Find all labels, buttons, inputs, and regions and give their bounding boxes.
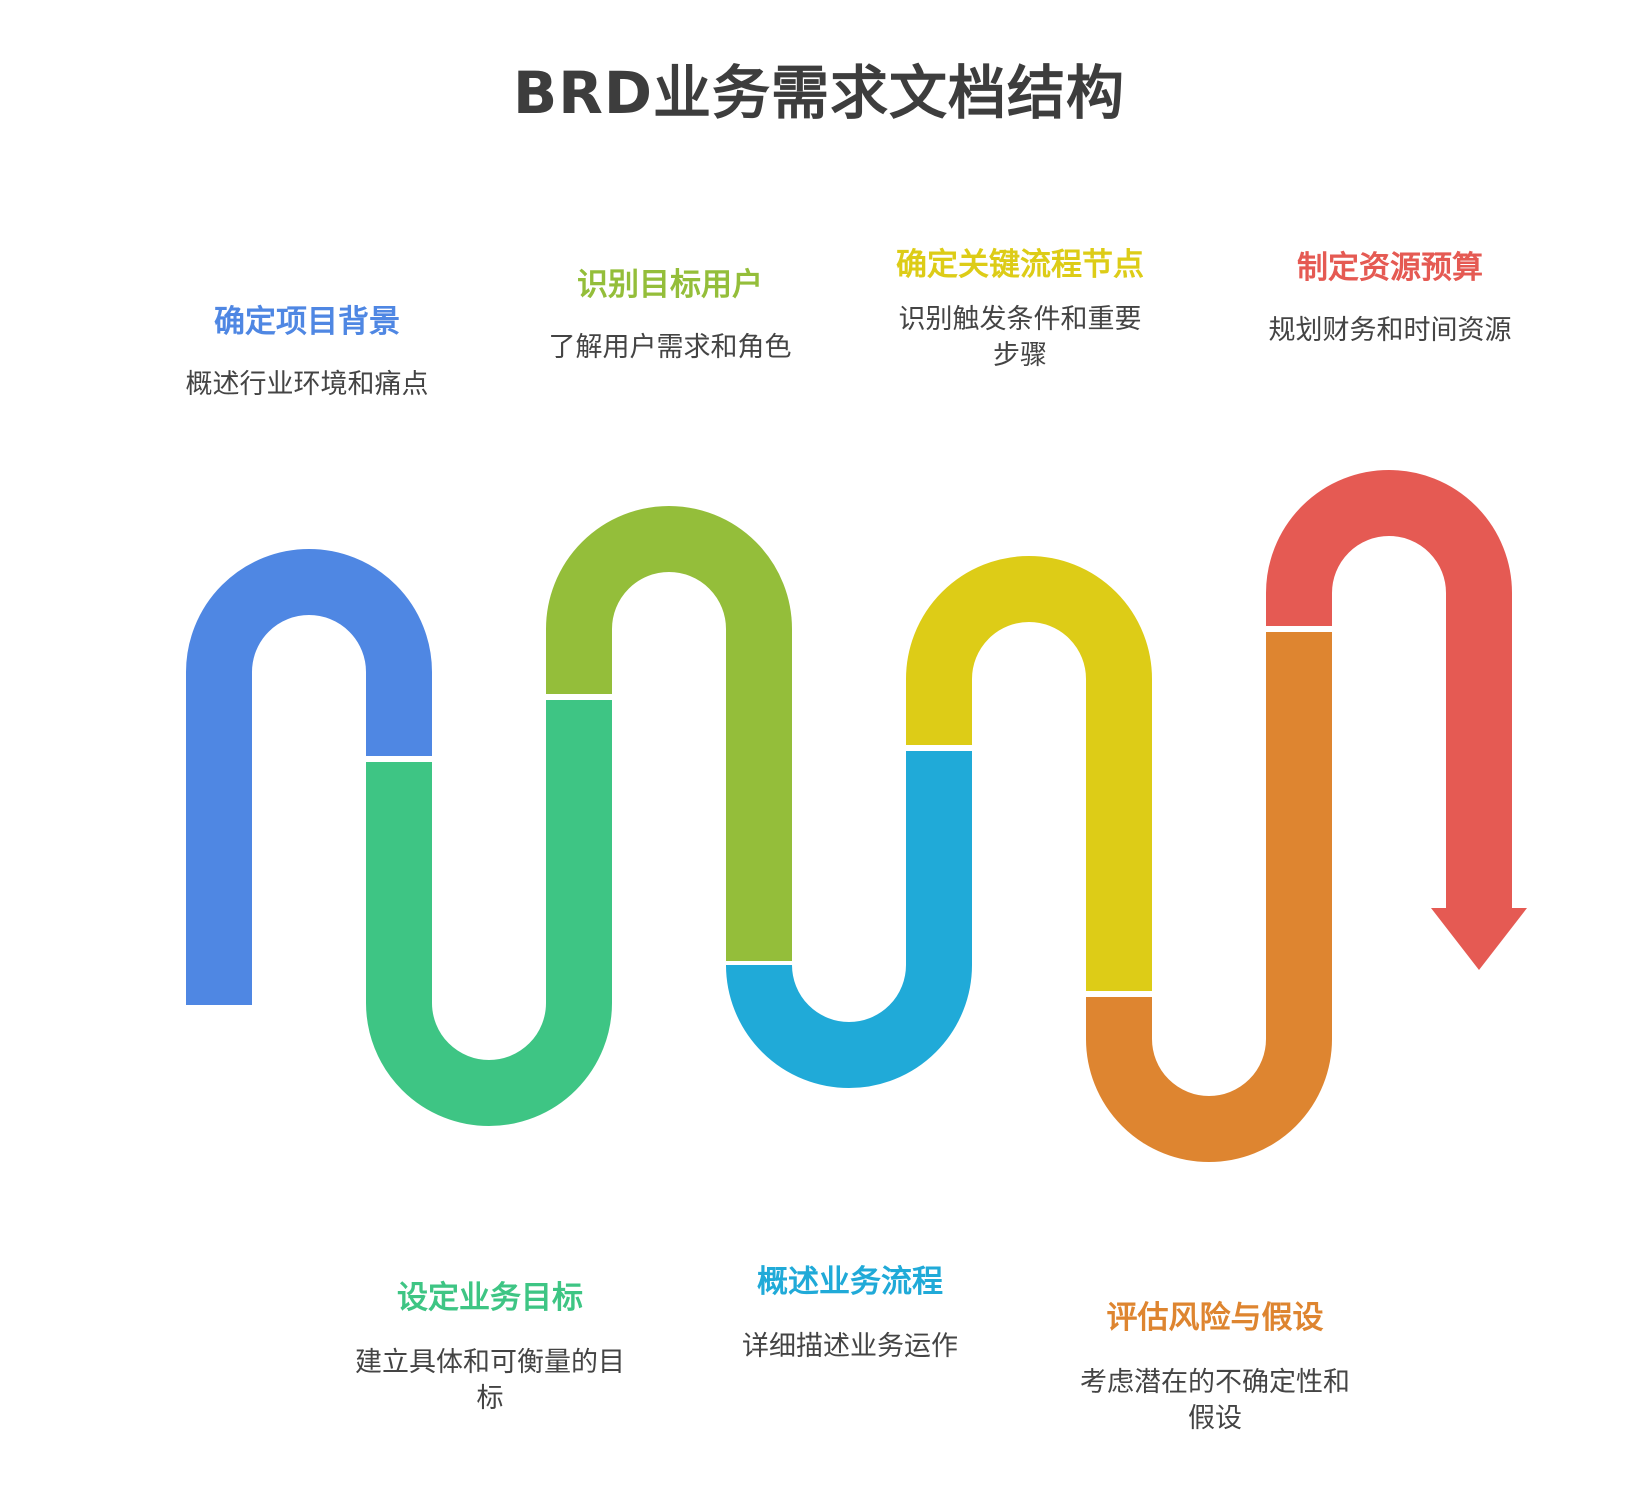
step-title: 制定资源预算	[1297, 250, 1483, 286]
step-title: 识别目标用户	[577, 267, 763, 303]
step-risks: 评估风险与假设 考虑潜在的不确定性和假设	[1075, 1298, 1355, 1437]
step-description: 识别触发条件和重要步骤	[898, 304, 1142, 371]
step-title: 确定关键流程节点	[896, 247, 1144, 283]
step-key-nodes: 确定关键流程节点 识别触发条件和重要步骤	[890, 245, 1150, 374]
step-description: 考虑潜在的不确定性和假设	[1080, 1367, 1350, 1434]
step-description: 了解用户需求和角色	[548, 332, 792, 363]
step-resources: 制定资源预算 规划财务和时间资源	[1240, 248, 1540, 349]
segment-business-process	[726, 751, 972, 1088]
step-description: 详细描述业务运作	[742, 1331, 958, 1362]
step-description: 规划财务和时间资源	[1268, 315, 1512, 346]
step-project-background: 确定项目背景 概述行业环境和痛点	[157, 302, 457, 403]
step-title: 概述业务流程	[757, 1264, 943, 1300]
segment-target-users	[546, 506, 792, 961]
step-title: 设定业务目标	[397, 1280, 583, 1316]
segment-key-nodes	[906, 556, 1152, 991]
step-business-process: 概述业务流程 详细描述业务运作	[700, 1262, 1000, 1365]
arrow-head-icon	[1431, 908, 1527, 970]
page-title: BRD业务需求文档结构	[512, 59, 1125, 127]
step-target-users: 识别目标用户 了解用户需求和角色	[520, 265, 820, 366]
step-title: 评估风险与假设	[1106, 1300, 1324, 1336]
segment-project-background	[186, 549, 432, 1005]
step-business-goals: 设定业务目标 建立具体和可衡量的目标	[350, 1278, 630, 1417]
segment-business-goals	[366, 700, 612, 1126]
step-description: 建立具体和可衡量的目标	[355, 1347, 625, 1414]
segment-resources	[1266, 470, 1512, 912]
step-title: 确定项目背景	[214, 304, 400, 340]
segment-risks	[1086, 632, 1332, 1162]
step-description: 概述行业环境和痛点	[185, 369, 429, 400]
